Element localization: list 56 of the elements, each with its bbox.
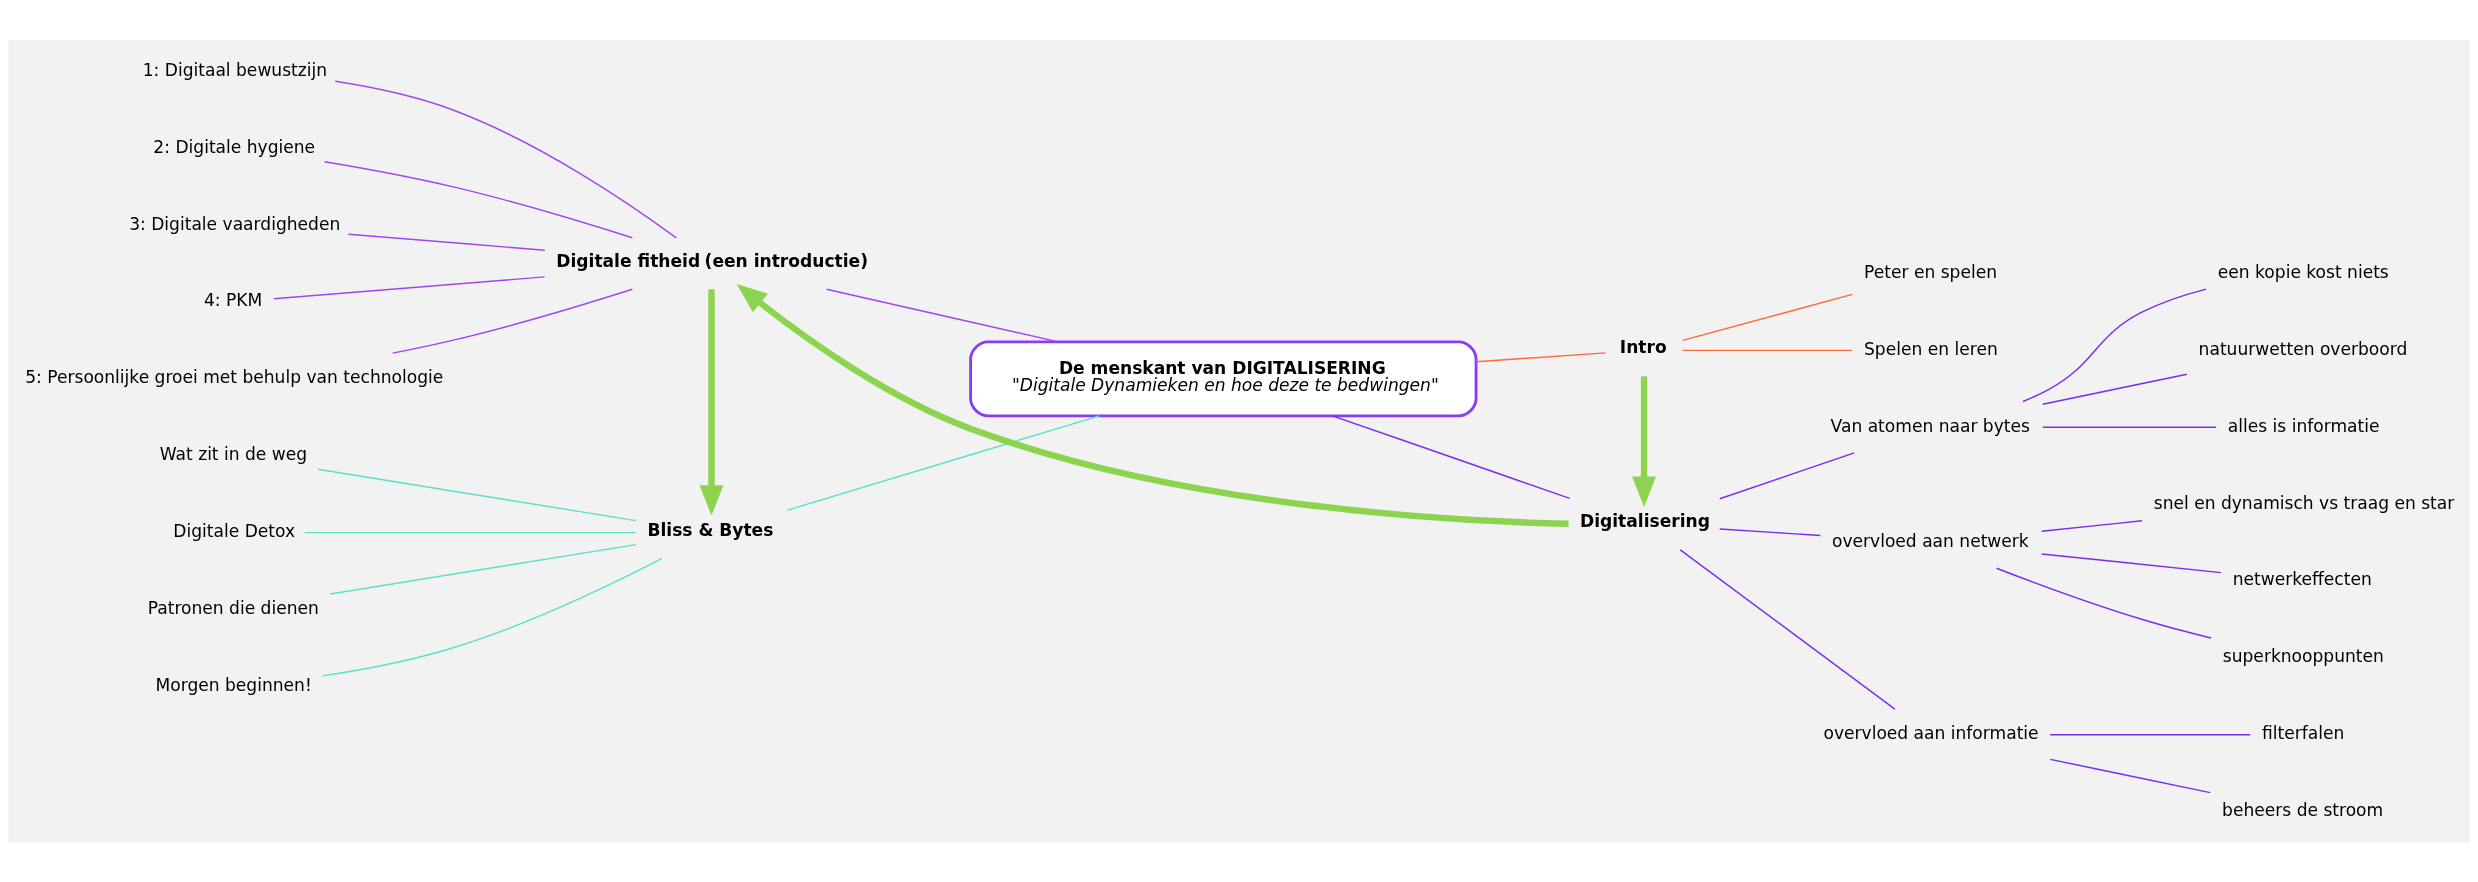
node-text: 5: Persoonlijke groei met behulp van technologie	[25, 366, 444, 387]
node-text: Digitale fitheid (een introductie)	[556, 250, 868, 271]
node-text: 4: PKM	[203, 289, 263, 310]
connector	[1995, 567, 2212, 639]
connector	[2049, 733, 2251, 735]
connector	[2041, 552, 2222, 573]
node-text: superknooppunten	[2222, 645, 2384, 666]
connector	[1331, 414, 1571, 499]
connector	[334, 80, 677, 239]
node-box: De menskant van DIGITALISERING "Digitale Dynamieken en hoe deze te bedwingen"	[969, 339, 1478, 417]
connector	[1719, 527, 1822, 536]
connector	[1475, 351, 1607, 362]
node-text: Intro	[1619, 336, 1667, 357]
node-text: overvloed aan informatie	[1823, 722, 2039, 743]
node-text: Wat zit in de weg	[159, 443, 308, 464]
connector	[825, 288, 1060, 343]
connector	[2042, 373, 2188, 405]
connector	[2049, 758, 2211, 793]
connector	[1681, 293, 1853, 341]
node-text: 2: Digitale hygiene	[153, 136, 316, 157]
node-text: alles is informatie	[2227, 415, 2380, 436]
node-text: Bliss & Bytes	[647, 519, 774, 540]
connector	[2041, 519, 2143, 532]
connector	[304, 531, 637, 533]
connector	[323, 160, 634, 238]
connector	[786, 414, 1101, 511]
connector	[273, 275, 546, 299]
node-text: een kopie kost niets	[2217, 261, 2389, 282]
arrow	[699, 288, 724, 516]
connector	[1681, 349, 1853, 351]
connector	[317, 468, 637, 521]
node-text: beheers de stroom	[2222, 799, 2384, 820]
connector	[2042, 426, 2217, 428]
node-text: Digitalisering	[1579, 510, 1710, 531]
connector	[347, 233, 546, 251]
node-text: Spelen en leren	[1864, 338, 1998, 359]
node-text: netwerkeffecten	[2232, 568, 2372, 589]
node-text: snel en dynamisch vs traag en star	[2153, 492, 2455, 513]
connector	[2022, 287, 2207, 402]
node-text: overvloed aan netwerk	[1832, 530, 2029, 551]
node-text: Digitale Detox	[173, 520, 296, 541]
node-text: Morgen beginnen!	[155, 674, 312, 695]
node-text: natuurwetten overboord	[2198, 338, 2408, 359]
node-text: filterfalen	[2261, 722, 2345, 743]
node-text: Patronen die dienen	[147, 597, 319, 618]
arrow	[736, 283, 1569, 527]
connector	[329, 543, 637, 595]
connector	[1719, 451, 1855, 499]
connector	[1679, 548, 1896, 710]
node-text: Peter en spelen	[1864, 261, 1997, 282]
node-text: Van atomen naar bytes	[1830, 415, 2030, 436]
connector	[321, 557, 663, 677]
arrow	[1632, 375, 1657, 507]
node-text: 3: Digitale vaardigheden	[129, 213, 341, 233]
connector	[391, 288, 634, 354]
node-text: 1: Digitaal bewustzijn	[142, 59, 328, 80]
